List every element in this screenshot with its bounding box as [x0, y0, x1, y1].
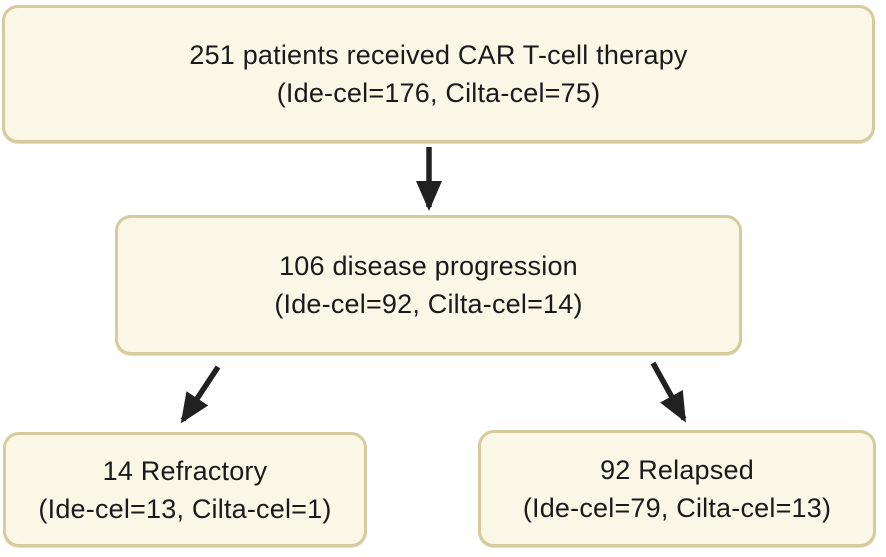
flow-box-therapy: 251 patients received CAR T-cell therapy…: [2, 5, 875, 143]
progression-line-1: 106 disease progression: [279, 251, 578, 281]
refractory-line-2: (Ide-cel=13, Cilta-cel=1): [38, 493, 332, 524]
flow-box-refractory: 14 Refractory (Ide-cel=13, Cilta-cel=1): [3, 432, 367, 547]
progression-line-2: (Ide-cel=92, Cilta-cel=14): [274, 289, 583, 319]
therapy-line-1: 251 patients received CAR T-cell therapy: [189, 40, 688, 70]
arrow-progression-to-refractory: [180, 365, 221, 424]
relapsed-line-1: 92 Relapsed: [600, 454, 754, 485]
therapy-line-2: (Ide-cel=176, Cilta-cel=75): [276, 78, 601, 108]
refractory-line-1: 14 Refractory: [102, 455, 268, 486]
relapsed-line-2: (Ide-cel=79, Cilta-cel=13): [522, 492, 832, 523]
arrow-progression-to-relapsed: [650, 361, 687, 423]
flow-box-relapsed: 92 Relapsed (Ide-cel=79, Cilta-cel=13): [478, 430, 876, 547]
flow-box-progression: 106 disease progression (Ide-cel=92, Cil…: [115, 215, 742, 355]
